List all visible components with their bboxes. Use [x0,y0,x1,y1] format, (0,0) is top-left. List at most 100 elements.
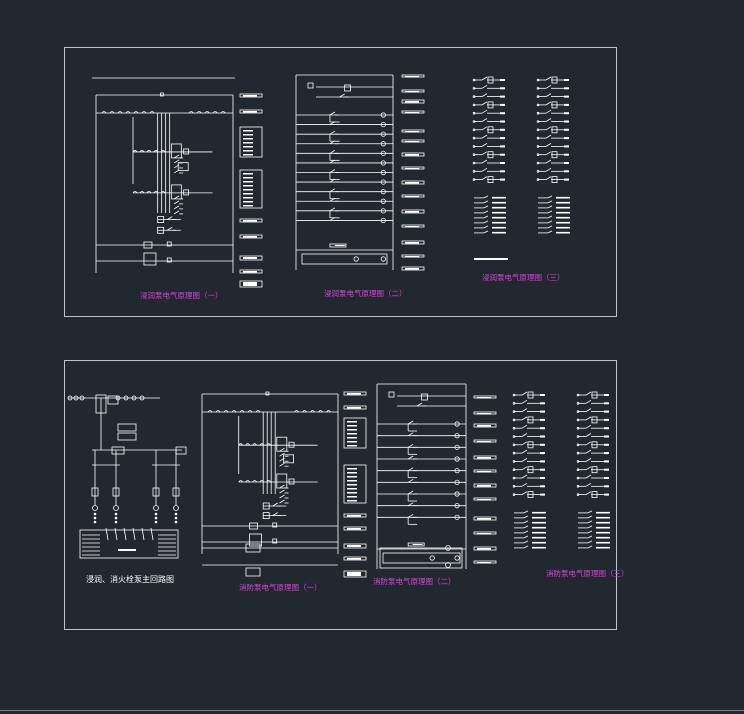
label-block [532,536,546,539]
fuse-symbol [139,150,145,153]
label-block [596,531,610,534]
component-box [143,252,157,266]
switch-contact [279,489,285,494]
component-box [401,266,425,271]
ground-dot [174,512,178,516]
contact [585,449,592,454]
label-block [564,178,569,181]
label-block [604,435,609,438]
component-box [276,473,288,489]
switch-contact [407,443,414,448]
fuse-symbol [231,410,237,413]
switch-contact [329,159,336,164]
terminal-circle [454,468,460,474]
component-box [379,547,463,569]
ground-dot [114,520,118,524]
component-box [343,405,367,410]
fuse-symbol [160,191,166,194]
label-block [474,258,508,260]
fuse-symbol [139,191,145,194]
label-block [540,460,545,463]
label-block [540,468,545,471]
label-block [347,429,357,431]
label-block [243,95,257,97]
label-block [243,154,253,156]
switch-contact [416,402,423,407]
caption-top-1: 浸润泵电气原理图（一） [140,291,223,300]
component-box [107,395,119,405]
component-box [591,416,598,424]
contact [547,200,553,204]
contact [585,416,592,421]
contact [547,230,553,234]
terminal-circle [380,198,386,204]
component-box [473,455,497,460]
label-block [540,402,545,405]
label-block [500,112,505,115]
fuse-symbol [294,410,299,413]
ground-dot [154,520,158,524]
contact [587,525,593,529]
contact [545,176,552,180]
contact [545,76,552,81]
fuse-symbol [238,443,244,446]
label-block [596,526,610,529]
component-box [91,487,99,497]
component-box [245,543,261,553]
contact [483,220,489,224]
contact [521,474,528,479]
component-box [239,218,263,223]
label-block [347,496,357,498]
contact [545,109,552,114]
label-block [500,170,505,173]
contact [523,515,529,519]
switch-contact [279,447,285,452]
fuse-symbol [266,480,272,483]
label-block [347,407,361,409]
contact [521,416,528,421]
terminal-circle [73,395,79,401]
label-block [540,493,545,496]
terminal-circle [380,141,386,147]
terminal-circle [380,112,386,118]
label-block [405,168,419,170]
component-box [117,423,137,432]
component-box [143,241,153,249]
terminal-circle [173,505,179,511]
label-block [492,221,506,224]
component-box [401,99,425,104]
ground-dot [93,520,97,524]
label-block [477,457,491,459]
label-block [405,211,419,213]
contact [483,205,489,209]
component-box [170,184,182,200]
contact [481,159,488,164]
label-block [347,425,357,427]
switch-contact [407,502,414,507]
label-block [500,178,505,181]
component-box [487,101,494,109]
label-block [243,197,253,199]
component-box [262,502,270,510]
label-block [532,526,546,529]
contact [585,399,592,404]
switch-contact [167,216,173,220]
contact [585,424,592,429]
label-block [405,141,419,143]
component-box [343,526,367,531]
component-box [166,257,172,263]
label-block [500,103,505,106]
label-block [556,196,570,199]
component-box [111,446,125,455]
component-box [172,487,180,497]
label-block [500,137,505,140]
component-box [265,391,270,396]
sheet-frames [0,47,744,711]
contact [585,408,592,412]
label-block [532,546,546,549]
component-box [276,436,288,452]
fuse-symbol [239,410,245,413]
label-block [500,128,505,131]
contact [523,530,529,534]
